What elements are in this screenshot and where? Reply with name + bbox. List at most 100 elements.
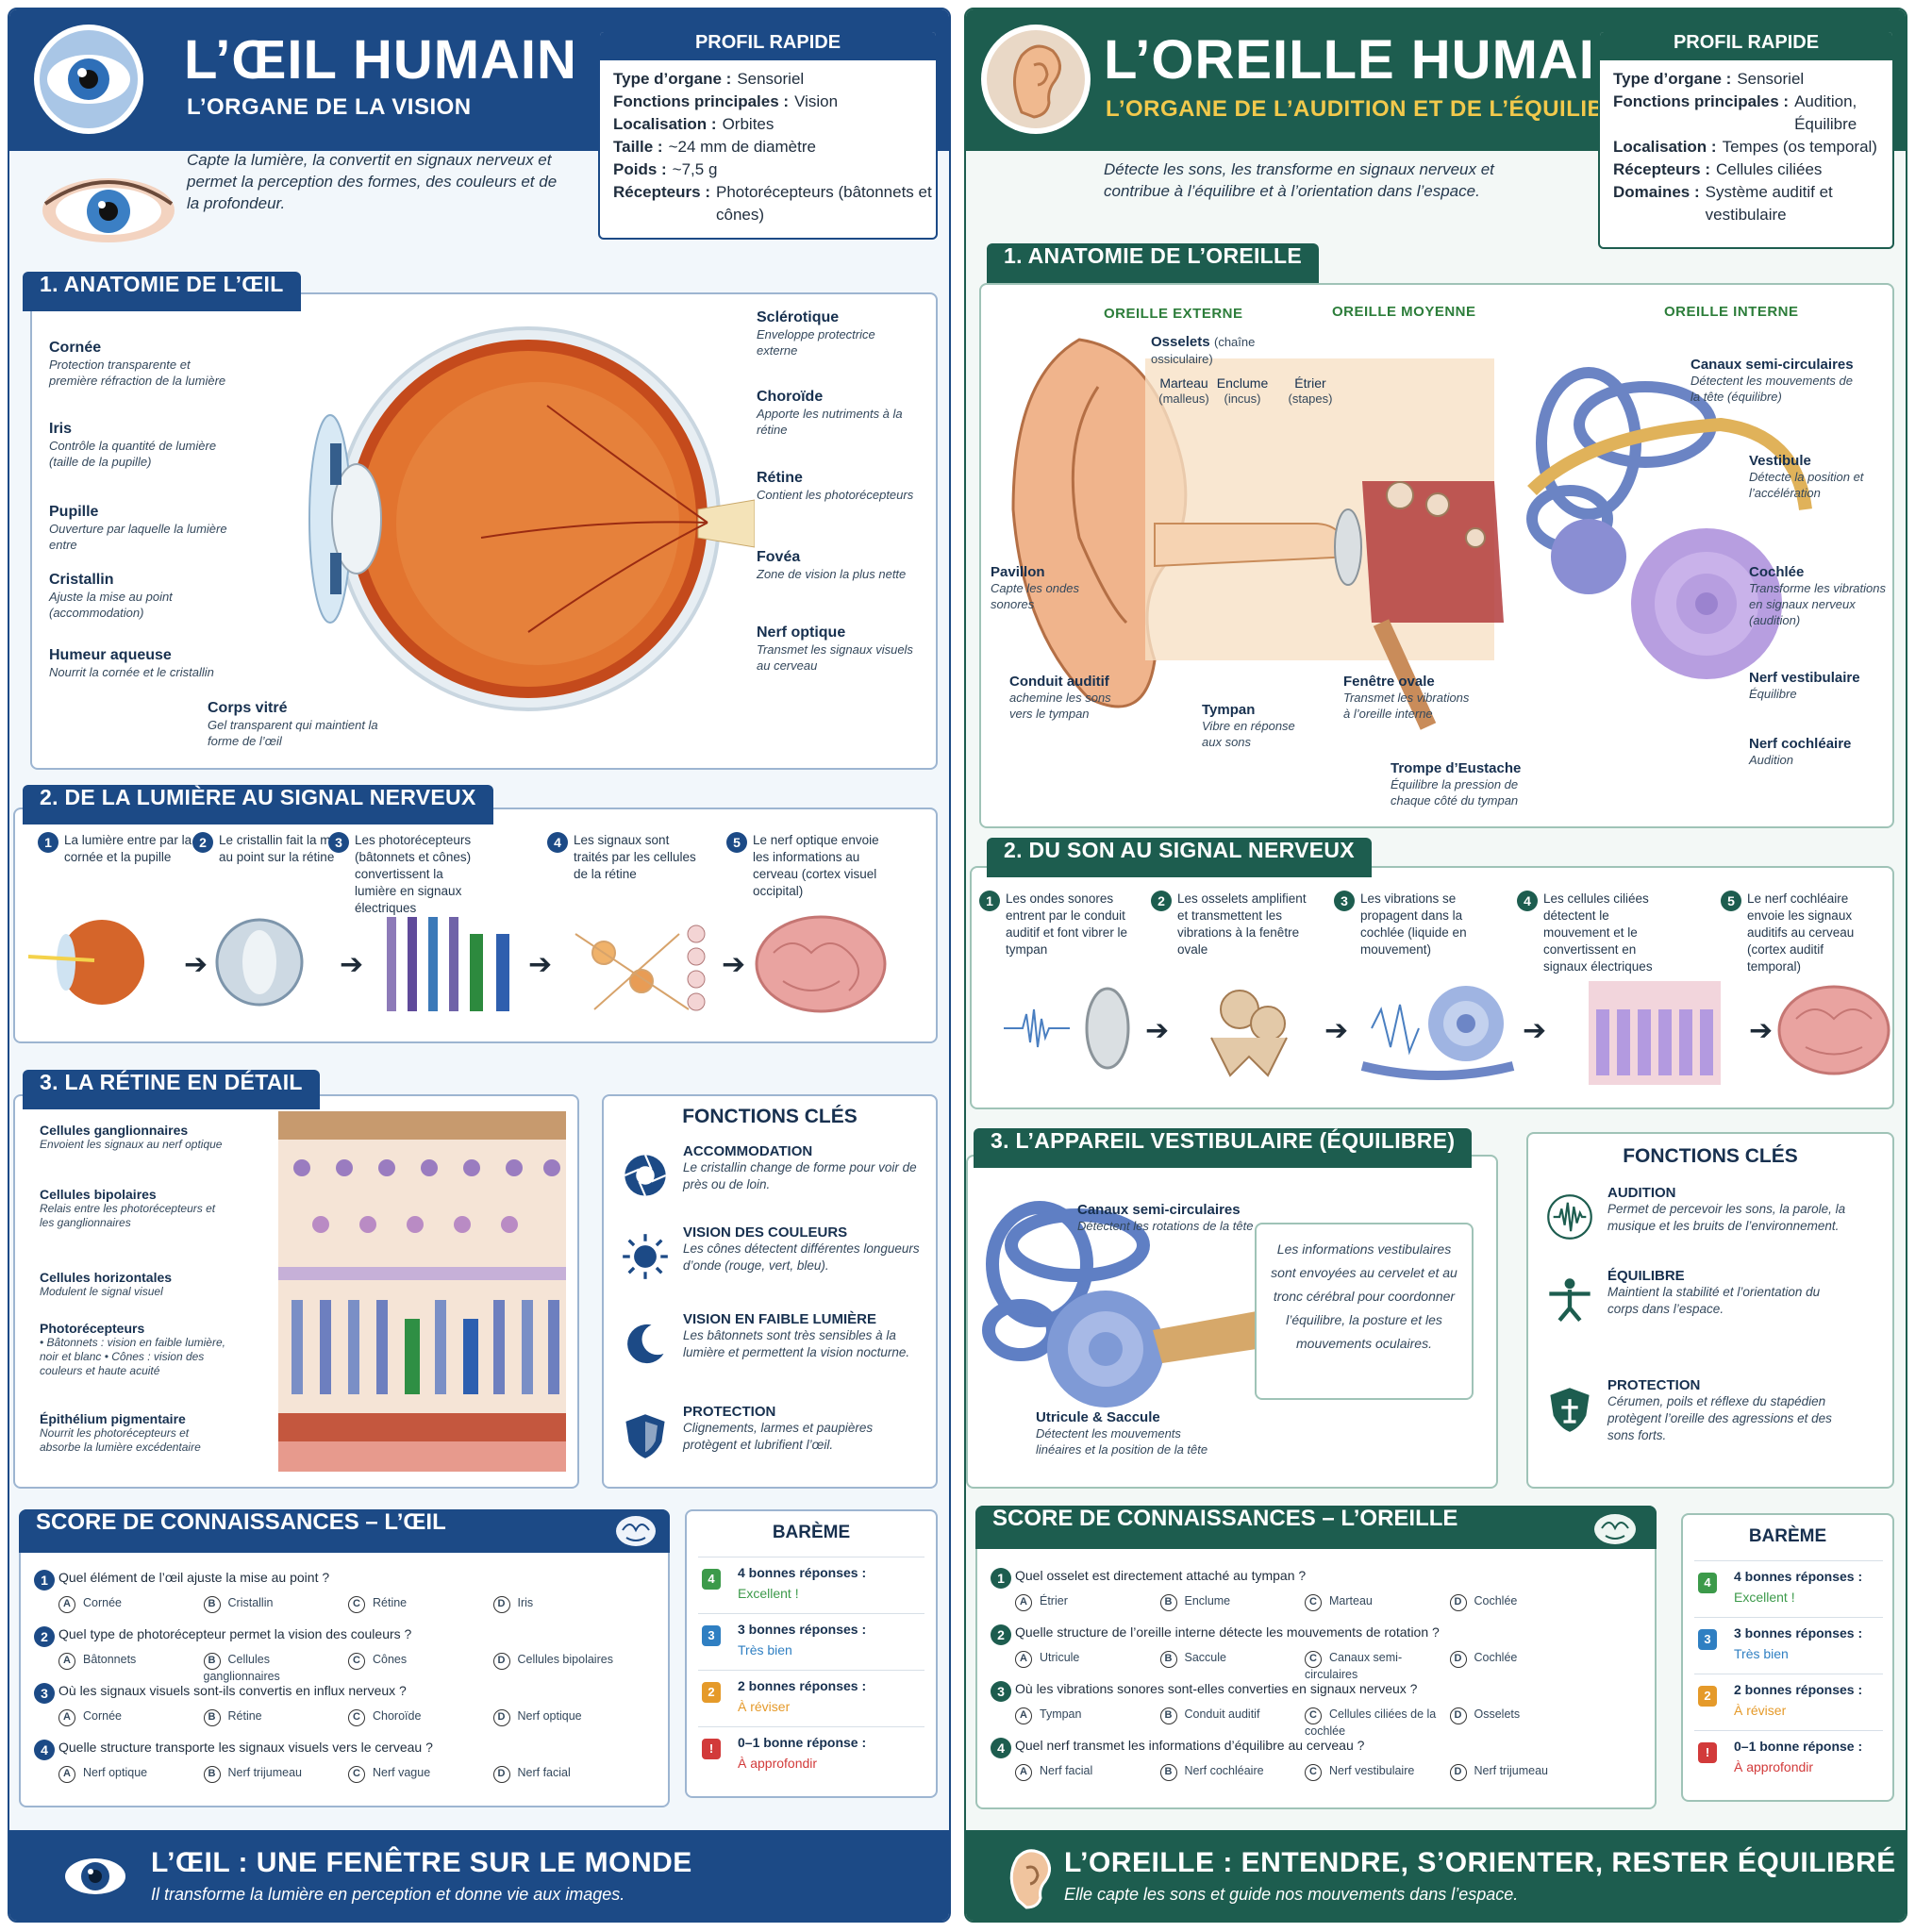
profile-key: Localisation :: [1613, 138, 1717, 156]
step-text: Le nerf cochléaire envoie les signaux au…: [1747, 891, 1855, 974]
question-number: 1: [34, 1570, 55, 1591]
option-text: Cochlée: [1474, 1594, 1518, 1607]
bareme-title: BARÈME: [1748, 1526, 1827, 1546]
step-number: 5: [1721, 891, 1741, 911]
option-text: Nerf vague: [373, 1766, 431, 1779]
option-letter: A: [58, 1709, 75, 1726]
function-desc: Clignements, larmes et paupières protège…: [683, 1421, 874, 1452]
eye-subtitle: L’ORGANE DE LA VISION: [187, 94, 472, 120]
retina-label: Photorécepteurs• Bâtonnets : vision en f…: [40, 1321, 225, 1377]
option-letter: A: [1015, 1764, 1032, 1781]
step-number: 1: [979, 891, 1000, 911]
shield-icon: [1545, 1385, 1594, 1434]
ear-functions-box: [1526, 1132, 1894, 1489]
ear-quiz-title: SCORE DE CONNAISSANCES – L’OREILLE: [975, 1506, 1657, 1549]
profile-value: Vision: [794, 92, 839, 110]
step-number: 2: [192, 832, 213, 853]
moon-icon: [621, 1319, 670, 1368]
ear-title: L’OREILLE HUMAINE: [1104, 29, 1674, 91]
profile-row: Type d’organe :Sensoriel: [600, 68, 936, 91]
option-letter: A: [1015, 1707, 1032, 1724]
profile-row: Domaines :Système auditif et vestibulair…: [1600, 181, 1892, 226]
option-letter: A: [1015, 1594, 1032, 1611]
svg-text:➔: ➔: [1145, 1014, 1169, 1047]
option-letter: B: [203, 1596, 221, 1613]
step-number: 1: [38, 832, 58, 853]
option-text: Marteau: [1329, 1594, 1373, 1607]
ear-section3-title: 3. L’APPAREIL VESTIBULAIRE (ÉQUILIBRE): [974, 1128, 1473, 1168]
ear-footer-title: L’OREILLE : ENTENDRE, S’ORIENTER, RESTER…: [1064, 1847, 1896, 1878]
profile-key: Récepteurs :: [613, 183, 710, 201]
eye-functions-title: FONCTIONS CLÉS: [682, 1106, 858, 1127]
option-text: Étrier: [1040, 1594, 1068, 1607]
ear-logo-icon: [981, 25, 1091, 134]
eye-quiz-title: SCORE DE CONNAISSANCES – L’ŒIL: [19, 1509, 670, 1553]
ossicle-label: Étrier(stapes): [1288, 375, 1333, 406]
profile-key: Taille :: [613, 138, 663, 156]
profile-value: Orbites: [722, 115, 774, 133]
option-letter: A: [58, 1596, 75, 1613]
function-name: PROTECTION: [683, 1404, 776, 1420]
step-text: Les signaux sont traités par les cellule…: [574, 833, 696, 881]
bareme-badge: 3: [702, 1625, 721, 1646]
bareme-threshold: 3 bonnes réponses :: [738, 1622, 867, 1637]
ear-section1-title: 1. ANATOMIE DE L’OREILLE: [987, 243, 1320, 283]
answer-option[interactable]: A Étrier: [1015, 1594, 1160, 1611]
question-text: Où les vibrations sonores sont-elles con…: [1015, 1681, 1418, 1696]
bareme-threshold: 2 bonnes réponses :: [738, 1678, 867, 1693]
step-text: Les vibrations se propagent dans la coch…: [1360, 891, 1467, 957]
eye-footer-title: L’ŒIL : UNE FENÊTRE SUR LE MONDE: [151, 1847, 692, 1878]
option-text: Nerf vestibulaire: [1329, 1764, 1415, 1777]
